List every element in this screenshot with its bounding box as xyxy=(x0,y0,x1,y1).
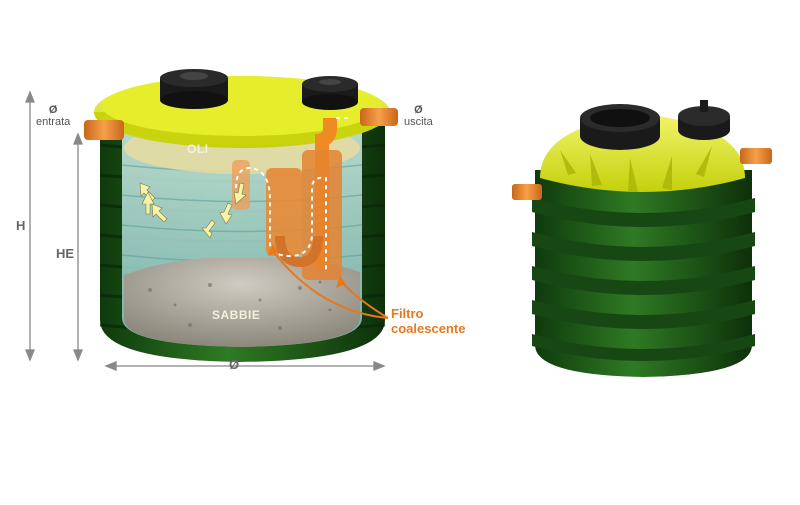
exterior-ribs xyxy=(532,198,755,361)
exterior-inlet-pipe xyxy=(512,184,542,200)
filter-line-1: Filtro xyxy=(391,306,424,321)
label-inlet: Ø entrata xyxy=(36,104,70,128)
inlet-symbol: Ø xyxy=(48,104,58,116)
label-oil-zone: OLI xyxy=(187,142,209,156)
label-sand-zone: SABBIE xyxy=(212,308,261,322)
coalescing-filter xyxy=(232,118,342,280)
exterior-tank xyxy=(512,100,772,377)
dimension-lines xyxy=(25,90,386,371)
filter-callout-lines xyxy=(271,249,389,319)
callout-arrowhead-2 xyxy=(336,276,346,288)
label-outlet: Ø uscita xyxy=(404,104,433,128)
cutaway-tank xyxy=(84,69,398,362)
exterior-hatch-small xyxy=(678,100,730,140)
label-coalescing-filter: Filtro coalescente xyxy=(391,306,465,336)
flow-arrows xyxy=(139,182,247,239)
inlet-pipe xyxy=(84,120,124,140)
lid-ribs xyxy=(560,146,712,192)
outlet-pipe xyxy=(360,108,398,126)
access-hatch-left xyxy=(160,69,228,109)
label-he: HE xyxy=(56,246,75,261)
label-diameter: Ø xyxy=(229,357,240,372)
exterior-outlet-pipe xyxy=(740,148,772,164)
inlet-text: entrata xyxy=(36,116,71,128)
callout-arrowhead-1 xyxy=(268,244,278,256)
access-hatch-right xyxy=(302,76,358,110)
outlet-symbol: Ø xyxy=(414,104,423,116)
exterior-hatch-large xyxy=(580,104,660,150)
sediment-speckles xyxy=(148,280,332,330)
outlet-text: uscita xyxy=(404,116,433,128)
filter-line-2: coalescente xyxy=(391,321,466,336)
flow-path xyxy=(235,117,352,270)
label-h: H xyxy=(16,218,26,233)
